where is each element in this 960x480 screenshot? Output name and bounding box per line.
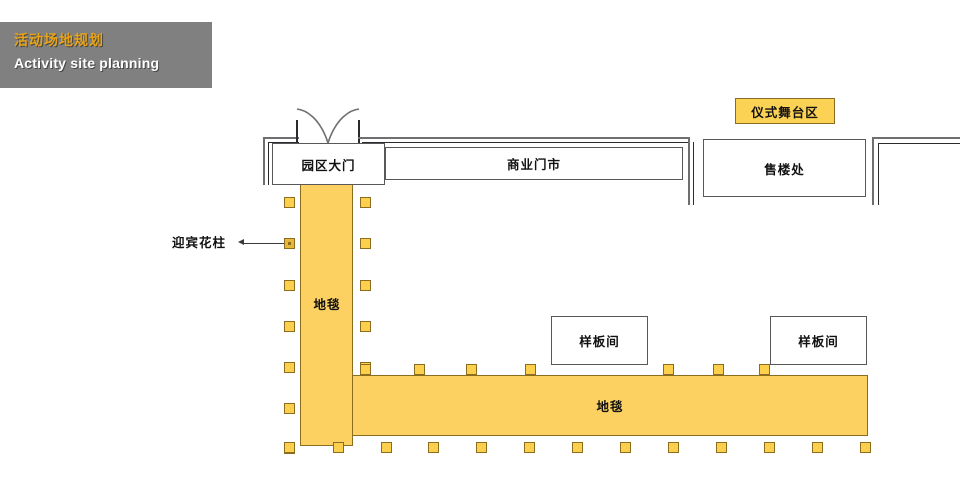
room-show-flat-right-label: 样板间 xyxy=(798,335,839,349)
flower-column-mid-6[interactable] xyxy=(759,364,770,375)
flower-column-right-1[interactable] xyxy=(360,238,371,249)
flower-column-right-3[interactable] xyxy=(360,321,371,332)
room-park-gate[interactable]: 园区大门 xyxy=(272,143,385,185)
wall-right-inner xyxy=(688,137,690,205)
title-plate: 活动场地规划 Activity site planning xyxy=(0,22,212,88)
flower-column-bottom-5[interactable] xyxy=(524,442,535,453)
flower-column-left-3[interactable] xyxy=(284,321,295,332)
flower-column-mid-2[interactable] xyxy=(466,364,477,375)
room-commercial-shops-label: 商业门市 xyxy=(506,158,561,172)
wall-left-vertical-inner xyxy=(268,142,269,185)
room-sales-office-label: 售楼处 xyxy=(764,162,805,177)
wall-far-right-vertical xyxy=(872,137,874,205)
flower-column-bottom-2[interactable] xyxy=(381,442,392,453)
flower-column-bottom-11[interactable] xyxy=(812,442,823,453)
page-title-en: Activity site planning xyxy=(14,55,160,71)
callout-leader-line xyxy=(243,243,285,244)
page-title-cn: 活动场地规划 xyxy=(14,32,104,48)
room-commercial-shops[interactable]: 商业门市 xyxy=(385,147,683,180)
callout-flower-column-label: 迎宾花柱 xyxy=(172,236,227,250)
wall-far-right-top-inner xyxy=(878,143,960,144)
flower-column-mid-3[interactable] xyxy=(525,364,536,375)
tag-ceremony-stage[interactable]: 仪式舞台区 xyxy=(735,98,835,124)
wall-gate-right-jamb xyxy=(358,120,360,144)
room-show-flat-left[interactable]: 样板间 xyxy=(551,316,648,365)
flower-column-mid-1[interactable] xyxy=(414,364,425,375)
room-sales-office[interactable]: 售楼处 xyxy=(703,139,866,197)
flower-column-callout-target[interactable] xyxy=(284,238,295,249)
flower-column-left-4[interactable] xyxy=(284,362,295,373)
flower-column-left-2[interactable] xyxy=(284,280,295,291)
flower-column-bottom-3[interactable] xyxy=(428,442,439,453)
room-show-flat-right[interactable]: 样板间 xyxy=(770,316,867,365)
flower-column-left-5[interactable] xyxy=(284,403,295,414)
callout-arrow-icon xyxy=(238,239,244,245)
flower-column-bottom-1[interactable] xyxy=(333,442,344,453)
wall-gate-left-jamb xyxy=(296,120,298,144)
wall-far-right-top xyxy=(872,137,960,139)
carpet-horizontal: 地毯 xyxy=(352,375,868,436)
flower-column-bottom-7[interactable] xyxy=(620,442,631,453)
flower-column-bottom-12[interactable] xyxy=(860,442,871,453)
flower-column-bottom-6[interactable] xyxy=(572,442,583,453)
gate-arch-icon xyxy=(296,108,360,144)
wall-far-right-vertical-inner xyxy=(878,143,879,205)
room-park-gate-label: 园区大门 xyxy=(301,158,356,173)
flower-column-bottom-4[interactable] xyxy=(476,442,487,453)
flower-column-mid-0[interactable] xyxy=(360,364,371,375)
flower-column-right-0[interactable] xyxy=(360,197,371,208)
wall-left-top xyxy=(263,137,299,139)
wall-mid-top xyxy=(358,137,688,139)
wall-mid-top-inner xyxy=(362,142,688,143)
flower-column-bottom-0[interactable] xyxy=(284,442,295,453)
flower-column-mid-4[interactable] xyxy=(663,364,674,375)
carpet-vertical-label: 地毯 xyxy=(313,298,341,312)
flower-column-bottom-10[interactable] xyxy=(764,442,775,453)
carpet-horizontal-label: 地毯 xyxy=(596,400,624,414)
carpet-vertical xyxy=(300,183,353,446)
tag-ceremony-stage-label: 仪式舞台区 xyxy=(751,105,819,120)
wall-left-vertical xyxy=(263,137,265,185)
flower-column-bottom-9[interactable] xyxy=(716,442,727,453)
room-show-flat-left-label: 样板间 xyxy=(579,335,620,349)
wall-right-inner-2 xyxy=(693,142,694,205)
flower-column-left-0[interactable] xyxy=(284,197,295,208)
wall-left-top-inner xyxy=(268,142,299,143)
flower-column-mid-5[interactable] xyxy=(713,364,724,375)
flower-column-bottom-8[interactable] xyxy=(668,442,679,453)
flower-column-right-2[interactable] xyxy=(360,280,371,291)
